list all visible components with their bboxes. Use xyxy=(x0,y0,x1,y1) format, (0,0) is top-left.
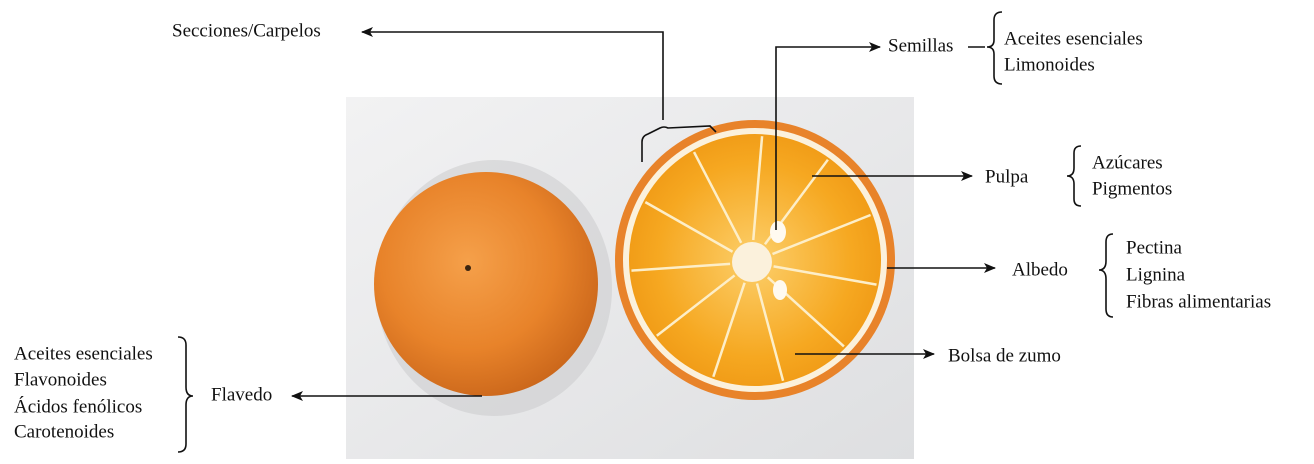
pulp-compound-2: Pigmentos xyxy=(1092,178,1172,199)
flavedo-compound-1: Aceites esenciales xyxy=(14,343,153,364)
seed-compound-1: Aceites esenciales xyxy=(1004,28,1143,49)
flavedo-brace xyxy=(178,337,193,452)
orange-navel xyxy=(465,265,471,271)
flavedo-compound-4: Carotenoides xyxy=(14,421,114,442)
albedo-brace xyxy=(1099,234,1113,317)
pulp-label: Pulpa xyxy=(985,166,1029,187)
sections-label: Secciones/Carpelos xyxy=(172,20,321,41)
pulp-brace xyxy=(1067,146,1081,206)
flavedo-compound-2: Flavonoides xyxy=(14,369,107,390)
seed-compound-2: Limonoides xyxy=(1004,54,1095,75)
pulp-compound-1: Azúcares xyxy=(1092,152,1163,173)
albedo-compound-1: Pectina xyxy=(1126,237,1182,258)
halved-orange-core xyxy=(732,242,772,282)
juice-sac-label: Bolsa de zumo xyxy=(948,345,1061,366)
flavedo-label: Flavedo xyxy=(211,384,272,405)
seed-2 xyxy=(773,280,787,300)
albedo-compound-3: Fibras alimentarias xyxy=(1126,291,1271,312)
flavedo-compound-3: Ácidos fenólicos xyxy=(14,395,142,417)
seeds-label: Semillas xyxy=(888,35,953,56)
seed-1 xyxy=(770,221,786,243)
albedo-label: Albedo xyxy=(1012,259,1068,280)
albedo-compound-2: Lignina xyxy=(1126,264,1186,285)
halved-orange xyxy=(615,120,895,400)
orange-peel xyxy=(374,172,598,396)
seeds-brace xyxy=(987,12,1002,84)
